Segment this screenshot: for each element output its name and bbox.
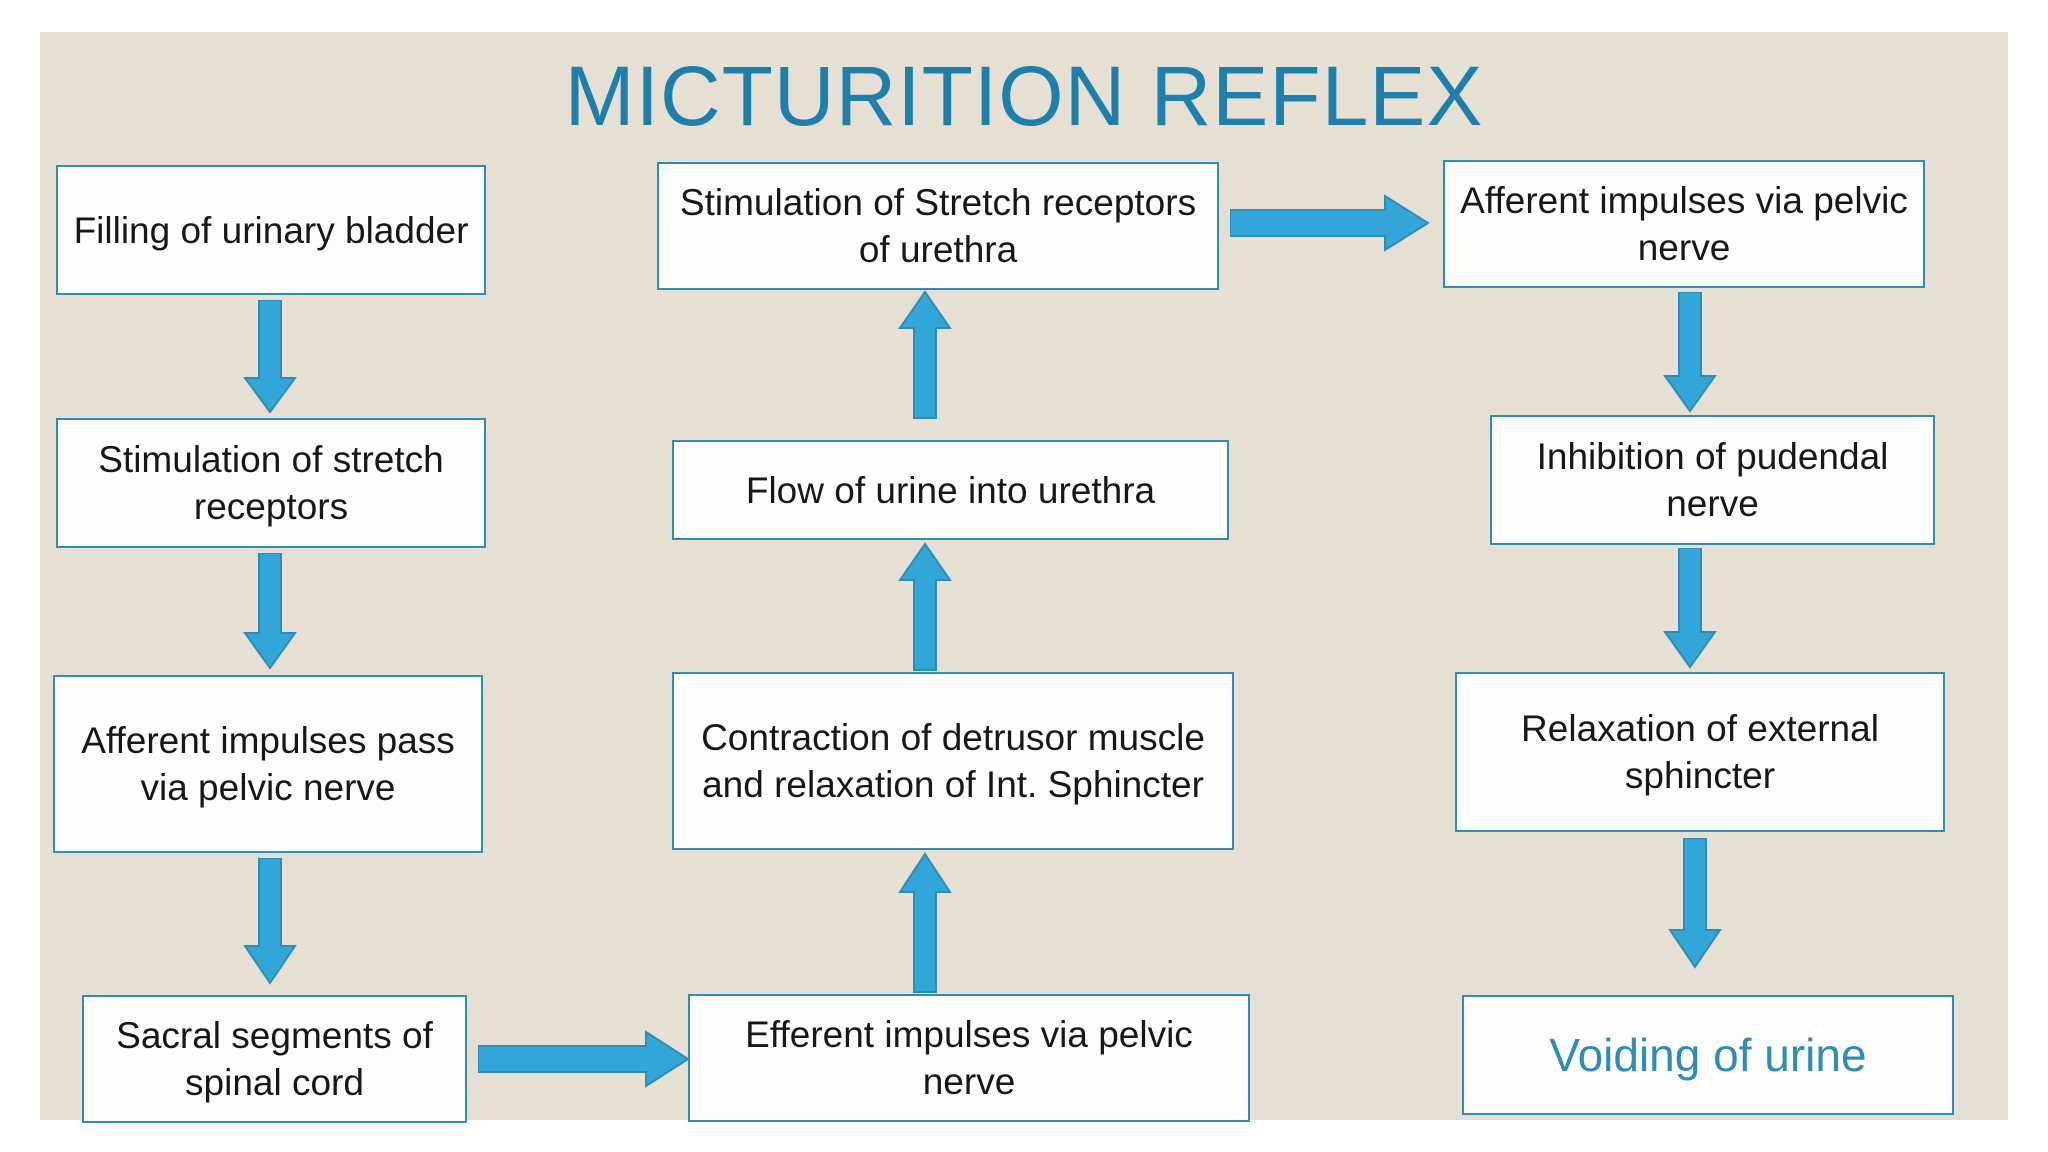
arrow-efferent-to-contraction [895,852,955,994]
node-relaxation-of-external-sphincter[interactable]: Relaxation of external sphincter [1455,672,1945,832]
node-voiding-of-urine[interactable]: Voiding of urine [1462,995,1954,1115]
node-contraction-of-detrusor-muscle[interactable]: Contraction of detrusor muscle and relax… [672,672,1234,850]
node-sacral-segments-of-spinal-cord[interactable]: Sacral segments of spinal cord [82,995,467,1123]
arrow-filling-to-stimulation [240,300,300,415]
node-label: Stimulation of Stretch receptors of uret… [679,182,1197,270]
node-label: Stimulation of stretch receptors [98,439,444,527]
arrow-inhibition-to-relaxation [1660,548,1720,670]
arrow-stimulation-to-afferent [240,553,300,671]
arrow-stretch-urethra-to-afferent-pelvic [1230,192,1432,254]
node-filling-of-urinary-bladder[interactable]: Filling of urinary bladder [56,165,486,295]
node-label: Sacral segments of spinal cord [116,1015,433,1103]
node-label: Efferent impulses via pelvic nerve [745,1014,1193,1102]
arrow-contraction-to-flow [895,542,955,672]
arrow-afferent-pelvic-to-inhibition [1660,292,1720,414]
node-label: Afferent impulses pass via pelvic nerve [81,720,455,808]
node-label: Afferent impulses via pelvic nerve [1460,180,1908,268]
arrow-flow-to-stretch-urethra [895,290,955,420]
node-label: Voiding of urine [1549,1029,1867,1081]
node-label: Filling of urinary bladder [73,209,469,251]
node-flow-of-urine-into-urethra[interactable]: Flow of urine into urethra [672,440,1229,540]
page-title: MICTURITION REFLEX [564,49,1484,143]
node-afferent-impulses-via-pelvic-nerve[interactable]: Afferent impulses via pelvic nerve [1443,160,1925,288]
arrow-relaxation-to-voiding [1665,838,1725,970]
node-label: Contraction of detrusor muscle and relax… [701,717,1205,805]
node-inhibition-of-pudendal-nerve[interactable]: Inhibition of pudendal nerve [1490,415,1935,545]
node-label: Relaxation of external sphincter [1521,708,1879,796]
arrow-afferent-to-sacral [240,858,300,986]
node-label: Inhibition of pudendal nerve [1536,436,1889,524]
node-efferent-impulses-via-pelvic-nerve[interactable]: Efferent impulses via pelvic nerve [688,994,1250,1122]
node-afferent-impulses-pass-via-pelvic-nerve[interactable]: Afferent impulses pass via pelvic nerve [53,675,483,853]
node-label: Flow of urine into urethra [745,469,1156,511]
node-stimulation-of-stretch-receptors[interactable]: Stimulation of stretch receptors [56,418,486,548]
node-stimulation-of-stretch-receptors-of-urethra[interactable]: Stimulation of Stretch receptors of uret… [657,162,1219,290]
arrow-sacral-to-efferent [478,1028,693,1090]
